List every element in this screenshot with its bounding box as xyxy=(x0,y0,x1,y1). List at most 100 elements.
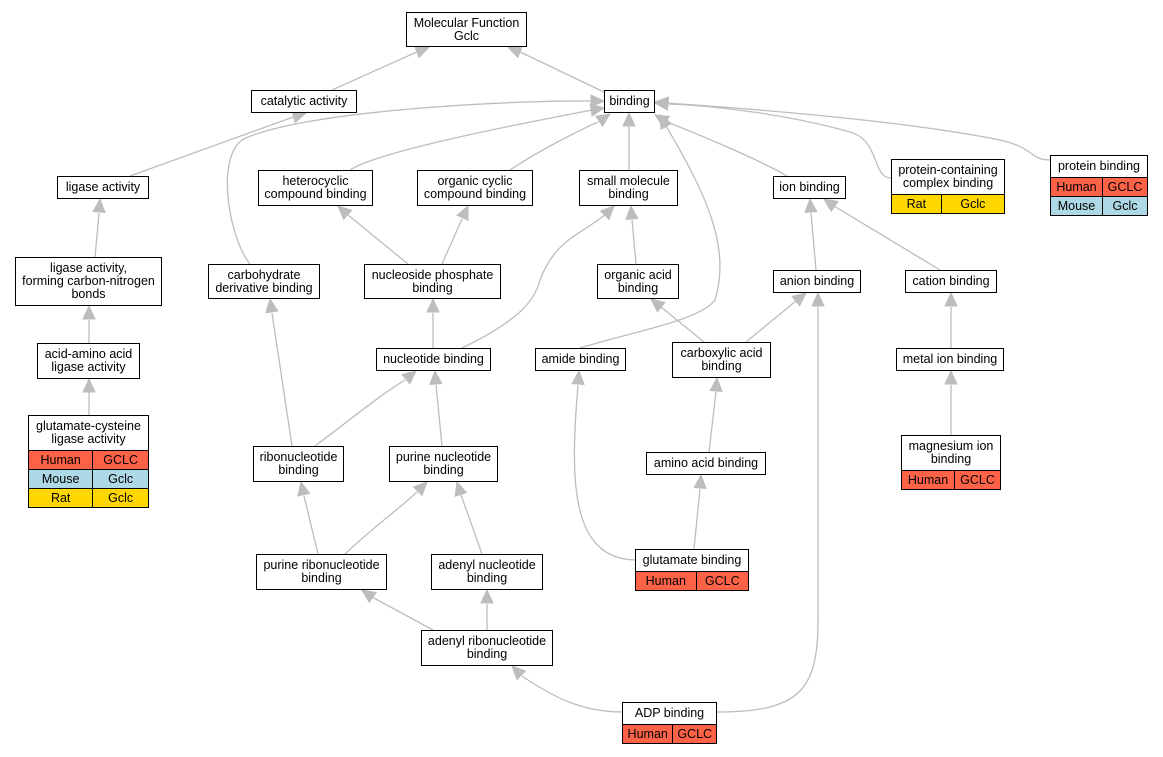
node-amino-acid-binding: amino acid binding xyxy=(646,452,766,475)
arrowhead xyxy=(595,113,611,128)
node-label: amino acid binding xyxy=(653,456,759,470)
edge-amino-acid-to-carboxylic xyxy=(708,376,723,453)
node-amide-binding: amide binding xyxy=(535,348,626,371)
node-protein-binding: protein binding xyxy=(1050,155,1148,178)
edge-magnesium-to-metal-ion xyxy=(944,369,958,435)
edge-ribonucleotide-to-nucleotide xyxy=(314,370,417,447)
node-anion-binding: anion binding xyxy=(773,270,861,293)
gene-cell: Gclc xyxy=(1102,196,1148,216)
node-label: ribonucleotide binding xyxy=(259,450,338,477)
edge-catalytic-to-mf xyxy=(331,45,431,91)
edge-heterocyclic-to-binding xyxy=(349,103,606,171)
gene-cell: GCLC xyxy=(1102,177,1148,197)
edge-amide-to-binding xyxy=(579,113,721,349)
species-cell: Human xyxy=(900,470,956,490)
node-nucleotide-binding: nucleotide binding xyxy=(376,348,491,371)
arrowhead xyxy=(622,111,636,127)
node-label: amide binding xyxy=(541,352,620,366)
edge-carb-deriv-to-binding xyxy=(226,94,606,265)
node-organic-cyclic-compound-binding: organic cyclic compound binding xyxy=(417,170,533,206)
edge-purine-ribo-to-purine-nucl xyxy=(344,481,428,555)
node-purine-ribonucleotide-binding: purine ribonucleotide binding xyxy=(256,554,387,590)
edge-protein-complex-to-binding xyxy=(653,97,892,179)
edge-metal-ion-to-cation xyxy=(944,291,958,348)
node-ion-binding: ion binding xyxy=(773,176,846,199)
node-label: adenyl nucleotide binding xyxy=(438,558,536,585)
node-label: organic cyclic compound binding xyxy=(423,174,527,201)
arrowhead xyxy=(599,205,615,221)
node-ribonucleotide-binding: ribonucleotide binding xyxy=(253,446,344,482)
edge-ribonucleotide-to-carb-deriv xyxy=(265,297,293,447)
node-label: Molecular Function Gclc xyxy=(413,15,520,43)
arrowhead xyxy=(429,369,443,385)
node-label: protein-containing complex binding xyxy=(898,163,998,190)
node-carboxylic-acid-binding: carboxylic acid binding xyxy=(672,342,771,378)
node-adenyl-ribonucleotide-binding: adenyl ribonucleotide binding xyxy=(421,630,553,666)
edge-ion-to-binding xyxy=(653,114,788,177)
arrowhead xyxy=(506,45,524,59)
node-label: carboxylic acid binding xyxy=(680,346,763,373)
arrowhead xyxy=(944,291,958,307)
arrowhead xyxy=(590,94,606,108)
species-cell: Human xyxy=(1050,177,1103,197)
edge-nucleoside-phos-to-organic-cyclic xyxy=(441,204,469,265)
node-label: catalytic activity xyxy=(260,94,348,108)
arrowhead xyxy=(92,197,106,213)
arrowhead xyxy=(413,45,431,59)
species-cell: Rat xyxy=(891,194,942,214)
edge-carboxylic-to-organic-acid xyxy=(650,298,705,343)
arrowhead xyxy=(265,297,279,314)
node-binding: binding xyxy=(604,90,655,113)
edge-adenyl-ribo-to-purine-ribo xyxy=(361,589,434,631)
arrowhead xyxy=(804,197,818,213)
node-label: anion binding xyxy=(779,274,855,288)
node-heterocyclic-compound-binding: heterocyclic compound binding xyxy=(258,170,373,206)
arrowhead xyxy=(361,589,377,604)
node-label: ion binding xyxy=(779,180,840,194)
arrowhead xyxy=(454,480,468,497)
species-cell: Human xyxy=(635,571,697,591)
species-cell: Rat xyxy=(27,488,94,508)
node-label: ADP binding xyxy=(634,706,705,720)
arrowhead xyxy=(944,369,958,385)
edge-organic-acid-to-small-mol xyxy=(625,204,639,265)
arrowhead xyxy=(653,96,670,110)
arrowhead xyxy=(456,204,469,222)
node-glutamate-binding: glutamate binding xyxy=(635,549,749,572)
gene-cell: GCLC xyxy=(695,571,750,591)
node-metal-ion-binding: metal ion binding xyxy=(896,348,1004,371)
arrowhead xyxy=(625,204,639,220)
node-label: purine ribonucleotide binding xyxy=(263,558,380,585)
species-cell: Mouse xyxy=(27,469,94,489)
node-label: glutamate binding xyxy=(642,553,742,567)
node-label: nucleotide binding xyxy=(383,352,484,366)
arrowhead xyxy=(412,481,428,497)
node-label: metal ion binding xyxy=(902,352,998,366)
node-label: purine nucleotide binding xyxy=(395,450,492,477)
arrowhead xyxy=(511,665,527,681)
node-adenyl-nucleotide-binding: adenyl nucleotide binding xyxy=(431,554,543,590)
edge-ligase-cn-to-ligase xyxy=(92,197,106,258)
node-label: protein binding xyxy=(1057,159,1140,173)
node-molecular-function: Molecular Function Gclc xyxy=(406,12,527,47)
node-label: magnesium ion binding xyxy=(908,439,994,466)
node-label: nucleoside phosphate binding xyxy=(371,267,494,295)
arrowhead xyxy=(650,298,666,313)
node-organic-acid-binding: organic acid binding xyxy=(597,264,679,299)
edge-cation-to-ion xyxy=(823,198,941,271)
species-cell: Mouse xyxy=(1050,196,1103,216)
arrowhead xyxy=(82,377,96,393)
edge-acid-amino-to-ligase-cn xyxy=(82,304,96,343)
gene-cell: Gclc xyxy=(92,469,149,489)
gene-cell: GCLC xyxy=(92,450,149,470)
node-label: heterocyclic compound binding xyxy=(264,174,367,201)
